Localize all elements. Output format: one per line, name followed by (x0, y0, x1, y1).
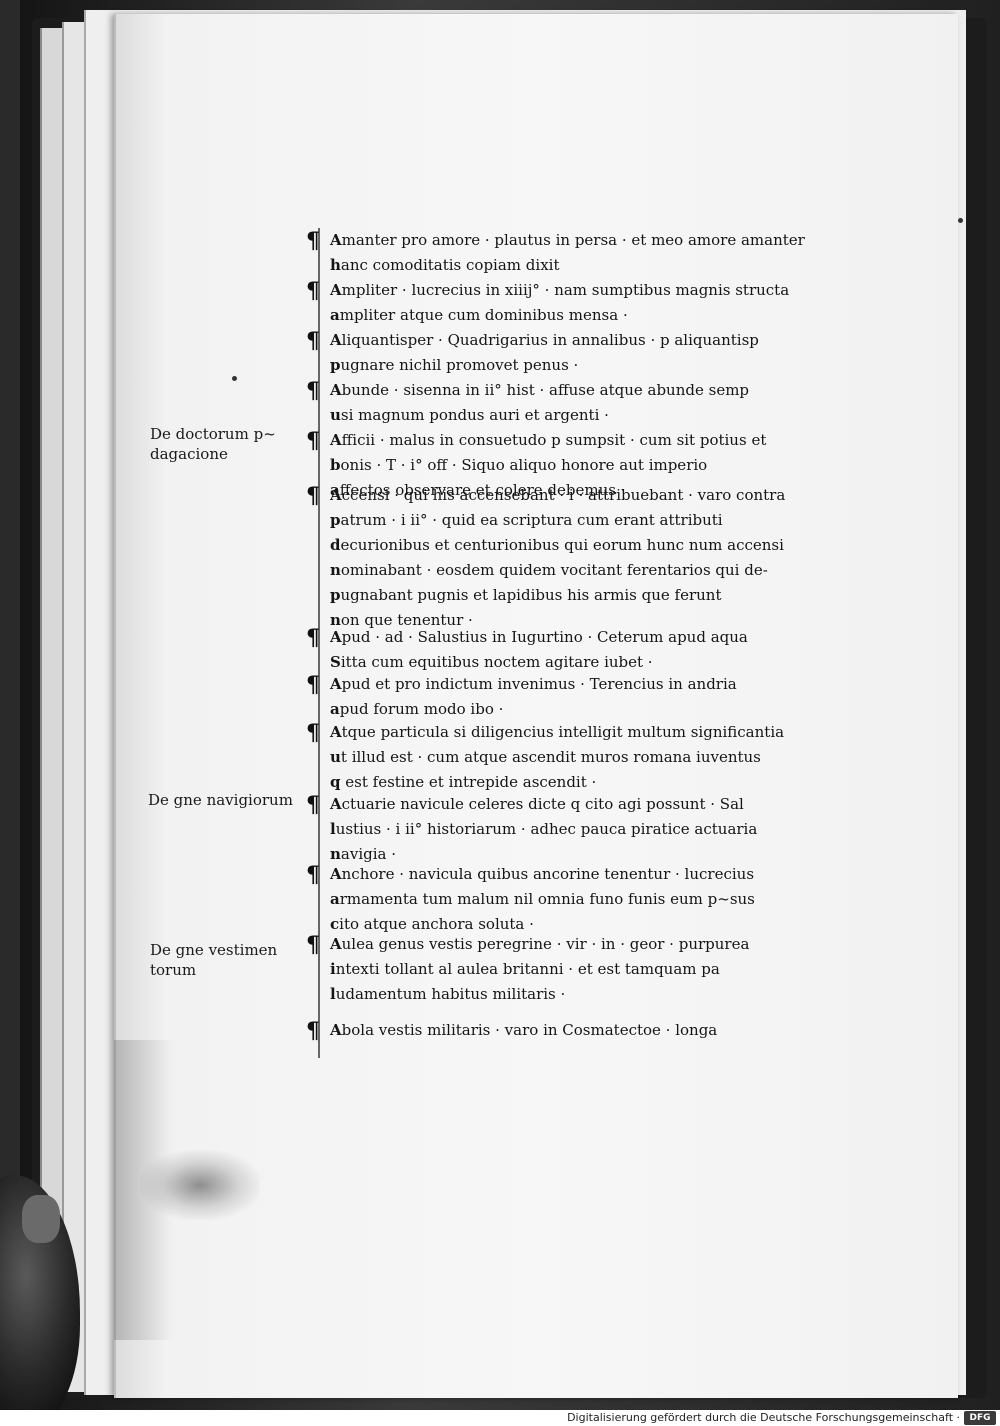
entry-line: Apud · ad · Salustius in Iugurtino · Cet… (330, 628, 748, 646)
paragraph-mark-icon: ¶ (306, 932, 320, 958)
margin-note-line: dagacione (150, 445, 228, 463)
entry-line: patrum · i ii° · quid ea scriptura cum e… (330, 511, 723, 529)
paragraph-mark-icon: ¶ (306, 278, 320, 304)
entry-line: apud forum modo ibo · (330, 700, 504, 718)
margin-note-line: torum (150, 961, 197, 979)
entry-line: Amanter pro amore · plautus in persa · e… (330, 231, 805, 249)
entry-line: Accensi · qui his accensebant · i · attr… (330, 486, 786, 504)
entry-line: non que tenentur · (330, 611, 473, 629)
entry-line: usi magnum pondus auri et argenti · (330, 406, 609, 424)
funding-credit: Digitalisierung gefördert durch die Deut… (567, 1411, 960, 1424)
dfg-logo-icon: DFG (964, 1411, 996, 1425)
margin-note-line: De gne navigiorum (148, 791, 293, 809)
entry-line: bonis · T · i° off · Siquo aliquo honore… (330, 456, 708, 474)
paragraph-mark-icon: ¶ (306, 1018, 320, 1044)
entry-line: Ampliter · lucrecius in xiiij° · nam sum… (330, 281, 790, 299)
entry-abunde: ¶ Abunde · sisenna in ii° hist · affuse … (306, 378, 880, 428)
entry-aliquantisper: ¶ Aliquantisper · Quadrigarius in annali… (306, 328, 880, 378)
entry-ampliter: ¶ Ampliter · lucrecius in xiiij° · nam s… (306, 278, 880, 328)
paragraph-mark-icon: ¶ (306, 672, 320, 698)
folio-mark (958, 218, 963, 223)
entry-line: lustius · i ii° historiarum · adhec pauc… (330, 820, 758, 838)
entry-accensi: ¶ Accensi · qui his accensebant · i · at… (306, 483, 880, 633)
paragraph-mark-icon: ¶ (306, 228, 320, 254)
entry-line: decurionibus et centurionibus qui eorum … (330, 536, 784, 554)
entry-line: Actuarie navicule celeres dicte q cito a… (330, 795, 744, 813)
entry-atque: ¶ Atque particula si diligencius intelli… (306, 720, 880, 795)
paragraph-mark-icon: ¶ (306, 328, 320, 354)
paragraph-mark-icon: ¶ (306, 428, 320, 454)
paragraph-mark-icon: ¶ (306, 483, 320, 509)
entry-line: ut illud est · cum atque ascendit muros … (330, 748, 761, 766)
margin-note-navigiorum: De gne navigiorum (148, 790, 293, 810)
entry-line: q est festine et intrepide ascendit · (330, 773, 597, 791)
entry-line: cito atque anchora soluta · (330, 915, 534, 933)
entry-actuarie: ¶ Actuarie navicule celeres dicte q cito… (306, 792, 880, 867)
entry-line: Apud et pro indictum invenimus · Terenci… (330, 675, 737, 693)
entry-line: affectos observare et colere debemus · (330, 481, 626, 499)
entry-line: Abola vestis militaris · varo in Cosmate… (330, 1021, 718, 1039)
entry-line: Afficii · malus in consuetudo p sumpsit … (330, 431, 767, 449)
entry-line: Atque particula si diligencius intelligi… (330, 723, 785, 741)
thumb-nail (22, 1195, 60, 1243)
entry-line: armamenta tum malum nil omnia funo funis… (330, 890, 755, 908)
entry-line: nominabant · eosdem quidem vocitant fere… (330, 561, 768, 579)
paragraph-mark-icon: ¶ (306, 378, 320, 404)
margin-rule (318, 228, 320, 1058)
ink-dot (232, 376, 237, 381)
entry-line: ludamentum habitus militaris · (330, 985, 566, 1003)
entry-aulea: ¶ Aulea genus vestis peregrine · vir · i… (306, 932, 880, 1007)
entry-line: ampliter atque cum dominibus mensa · (330, 306, 628, 324)
entry-line: Anchore · navicula quibus ancorine tenen… (330, 865, 755, 883)
entry-line: Sitta cum equitibus noctem agitare iubet… (330, 653, 653, 671)
entry-amanter: ¶ Amanter pro amore · plautus in persa ·… (306, 228, 880, 278)
entry-line: pugnabant pugnis et lapidibus his armis … (330, 586, 722, 604)
entry-apud-pro: ¶ Apud et pro indictum invenimus · Teren… (306, 672, 880, 722)
entry-line: Aulea genus vestis peregrine · vir · in … (330, 935, 750, 953)
entry-line: navigia · (330, 845, 396, 863)
entry-line: Aliquantisper · Quadrigarius in annalibu… (330, 331, 759, 349)
margin-note-line: De gne vestimen (150, 941, 278, 959)
entry-line: Abunde · sisenna in ii° hist · affuse at… (330, 381, 750, 399)
entry-anchore: ¶ Anchore · navicula quibus ancorine ten… (306, 862, 880, 937)
entry-line: pugnare nichil promovet penus · (330, 356, 579, 374)
paragraph-mark-icon: ¶ (306, 862, 320, 888)
entry-line: hanc comoditatis copiam dixit (330, 256, 560, 274)
entry-line: intexti tollant al aulea britanni · et e… (330, 960, 720, 978)
margin-note-doctors: De doctorum p~ dagacione (150, 424, 276, 464)
entry-afficii: ¶ Afficii · malus in consuetudo p sumpsi… (306, 428, 880, 503)
funding-footer: Digitalisierung gefördert durch die Deut… (0, 1410, 1000, 1426)
margin-note-line: De doctorum p~ (150, 425, 276, 443)
entry-apud-ad: ¶ Apud · ad · Salustius in Iugurtino · C… (306, 625, 880, 675)
margin-note-vestimentorum: De gne vestimen torum (150, 940, 277, 980)
page-stain (140, 1150, 260, 1220)
paragraph-mark-icon: ¶ (306, 792, 320, 818)
paragraph-mark-icon: ¶ (306, 720, 320, 746)
paragraph-mark-icon: ¶ (306, 625, 320, 651)
entry-abola: ¶ Abola vestis militaris · varo in Cosma… (306, 1018, 880, 1044)
